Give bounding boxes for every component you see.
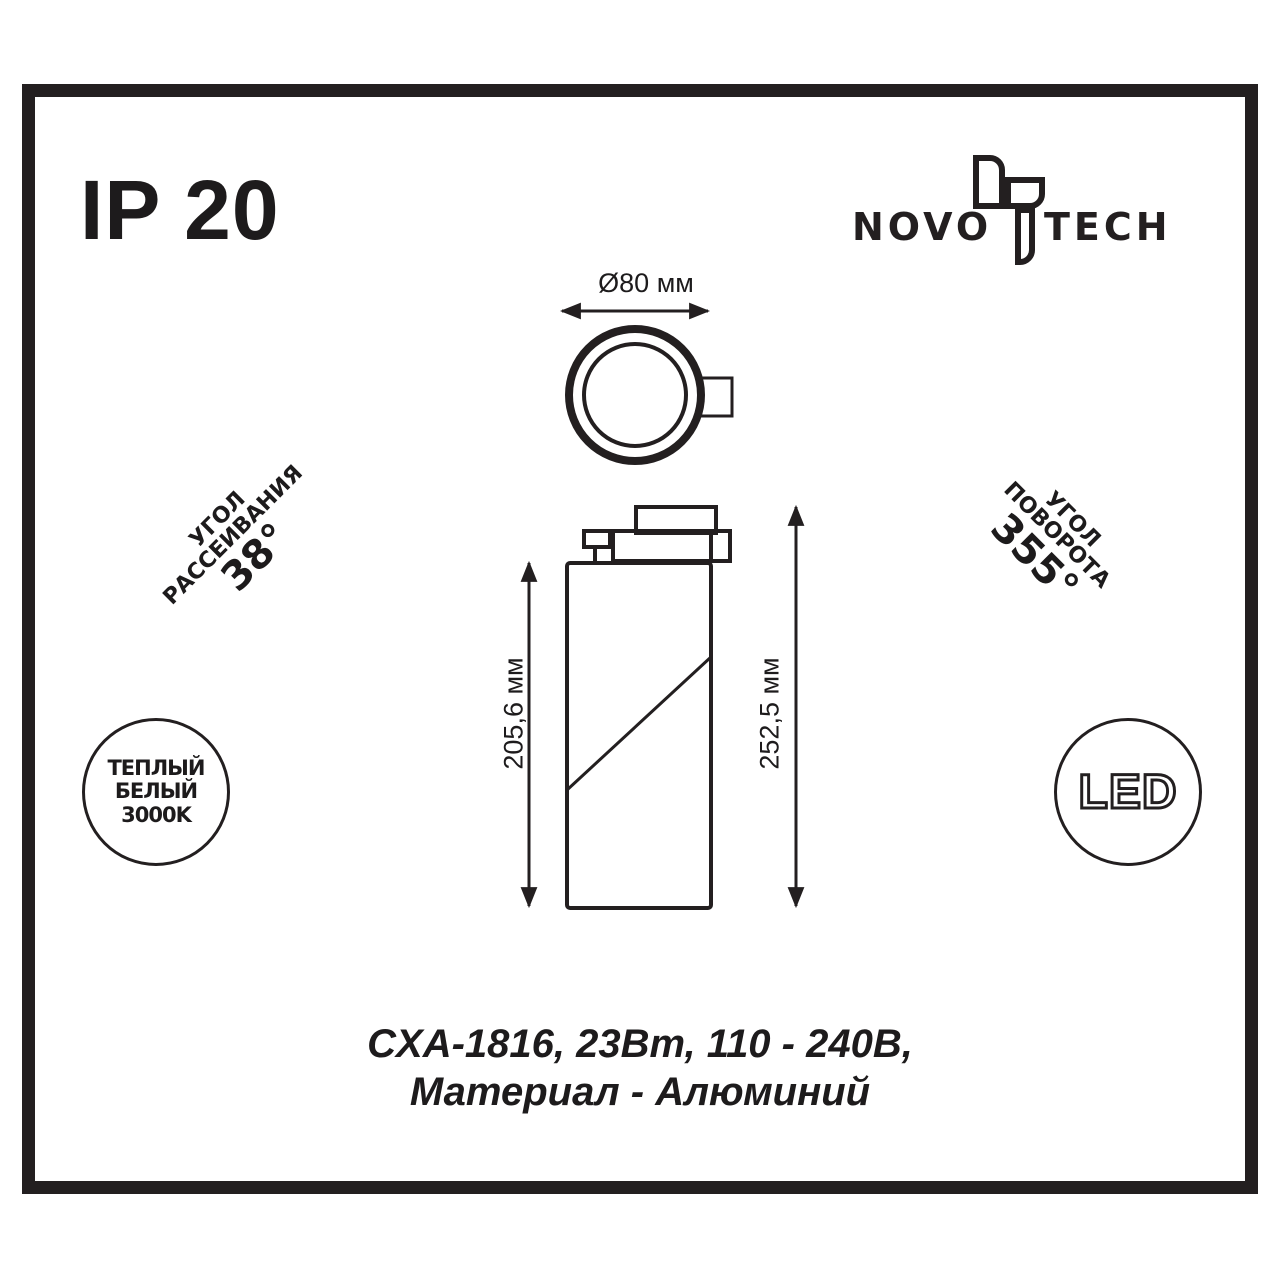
total-height-label: 252,5 мм xyxy=(754,657,785,770)
svg-text:TECH: TECH xyxy=(1044,205,1172,249)
ip-rating: IP 20 xyxy=(80,163,280,257)
warm-white-line1: ТЕПЛЫЙ xyxy=(107,755,205,780)
outer-frame xyxy=(22,84,1258,1194)
side-view xyxy=(565,505,732,910)
warm-white-badge: ТЕПЛЫЙ БЕЛЫЙ 3000K xyxy=(82,718,230,866)
top-view xyxy=(565,325,734,465)
svg-text:NOVO: NOVO xyxy=(852,205,992,249)
diameter-label: Ø80 мм xyxy=(598,268,694,298)
body-height-label: 205,6 мм xyxy=(498,657,529,770)
novotech-logo-icon: NOVO TECH xyxy=(852,155,1172,265)
warm-white-line2: БЕЛЫЙ xyxy=(114,779,198,804)
led-icon: LED xyxy=(1077,764,1178,820)
brand-logo: NOVO TECH xyxy=(848,152,1208,272)
color-temp-value: 3000K xyxy=(121,802,192,827)
spec-line-1: CXA-1816, 23Вт, 110 - 240В, xyxy=(367,1022,913,1066)
spec-line-2: Материал - Алюминий xyxy=(409,1070,871,1114)
led-badge: LED xyxy=(1054,718,1202,866)
